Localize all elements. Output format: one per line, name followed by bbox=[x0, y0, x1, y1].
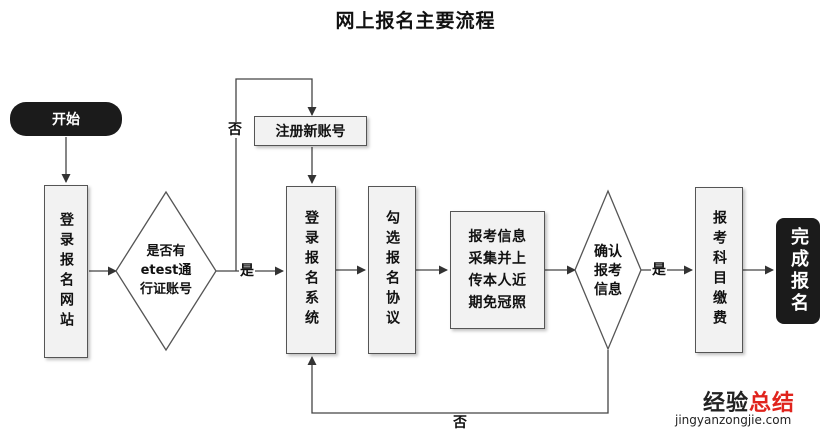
node-agreement: 勾选报名协议 bbox=[368, 186, 416, 354]
edge-label-yes-1: 是 bbox=[239, 263, 255, 279]
edge-label-yes-2: 是 bbox=[651, 262, 667, 278]
node-login-system: 登录报名系统 bbox=[286, 186, 336, 354]
node-login-site: 登录报名网站 bbox=[44, 185, 88, 358]
decision-diamond-confirm bbox=[574, 189, 642, 351]
start-node: 开始 bbox=[10, 102, 122, 136]
watermark-logo: 经验总结 bbox=[703, 385, 795, 417]
diagram-title: 网上报名主要流程 bbox=[335, 10, 496, 32]
decision-confirm-label: 确认 报考 信息 bbox=[594, 244, 622, 298]
node-upload: 报考信息 采集并上 传本人近 期免冠照 bbox=[450, 211, 545, 329]
watermark-text-main: 经验 bbox=[703, 391, 750, 416]
node-payment-label: 报考科目缴费 bbox=[711, 210, 727, 330]
start-label: 开始 bbox=[52, 112, 80, 128]
decision-account-label: 是否有 etest通 行证账号 bbox=[139, 244, 192, 297]
watermark-text-accent: 总结 bbox=[749, 391, 796, 416]
node-agreement-label: 勾选报名协议 bbox=[384, 210, 400, 330]
node-register: 注册新账号 bbox=[254, 116, 367, 146]
node-login-system-label: 登录报名系统 bbox=[303, 210, 319, 330]
edge-decision-no bbox=[235, 78, 317, 271]
node-login-site-label: 登录报名网站 bbox=[58, 211, 74, 332]
node-upload-label: 报考信息 采集并上 传本人近 期免冠照 bbox=[468, 229, 527, 311]
node-payment: 报考科目缴费 bbox=[695, 187, 743, 353]
watermark-url: jingyanzongjie.com bbox=[675, 413, 792, 427]
edge-confirm-no bbox=[307, 350, 609, 414]
node-done: 完成报名 bbox=[776, 218, 820, 324]
node-register-label: 注册新账号 bbox=[275, 124, 346, 140]
node-done-label: 完成报名 bbox=[788, 227, 809, 315]
edge-label-no-2: 否 bbox=[452, 415, 468, 431]
edge-label-no-1: 否 bbox=[227, 122, 243, 138]
decision-diamond-account bbox=[115, 190, 217, 352]
